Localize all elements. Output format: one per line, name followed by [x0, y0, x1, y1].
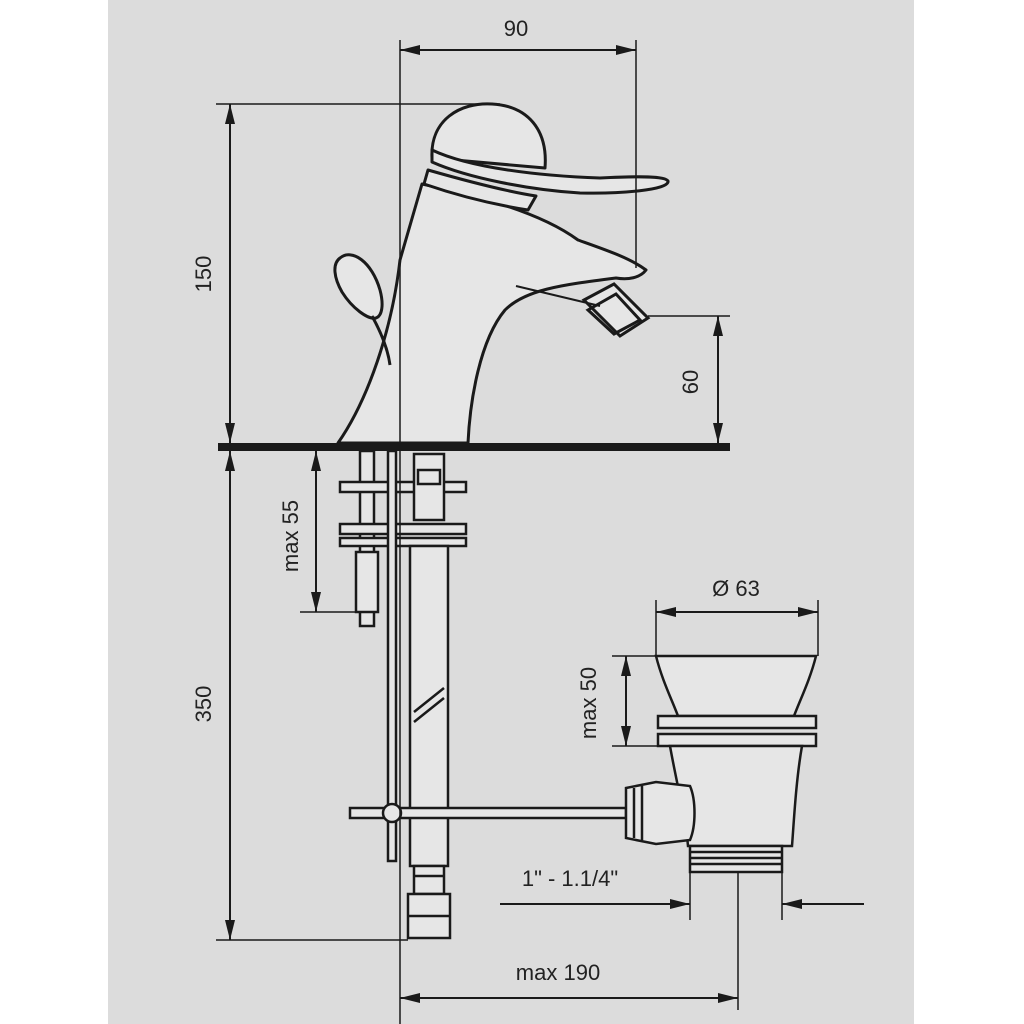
waste-fitting — [624, 654, 818, 874]
dim-label-thread: 1" - 1.1/4" — [522, 866, 618, 891]
lever-handle — [430, 148, 670, 195]
dim-label-150: 150 — [191, 256, 216, 293]
dim-label-90: 90 — [504, 16, 528, 41]
extension-lines — [216, 40, 819, 1024]
dim-label-max50: max 50 — [576, 667, 601, 739]
pop-up-knob — [333, 253, 392, 366]
bidet-mixer-tap — [336, 102, 670, 445]
dim-label-max55: max 55 — [278, 500, 303, 572]
dim-label-60: 60 — [678, 370, 703, 394]
deck-surface — [218, 443, 730, 451]
dimension-arrows — [225, 45, 864, 1003]
pop-up-rod — [348, 449, 628, 863]
dim-label-d63: Ø 63 — [712, 576, 760, 601]
dim-label-max190: max 190 — [516, 960, 600, 985]
dim-label-350: 350 — [191, 686, 216, 723]
fixing-stud — [338, 449, 468, 628]
supply-hose — [406, 544, 452, 940]
swivel-outlet — [515, 282, 651, 338]
